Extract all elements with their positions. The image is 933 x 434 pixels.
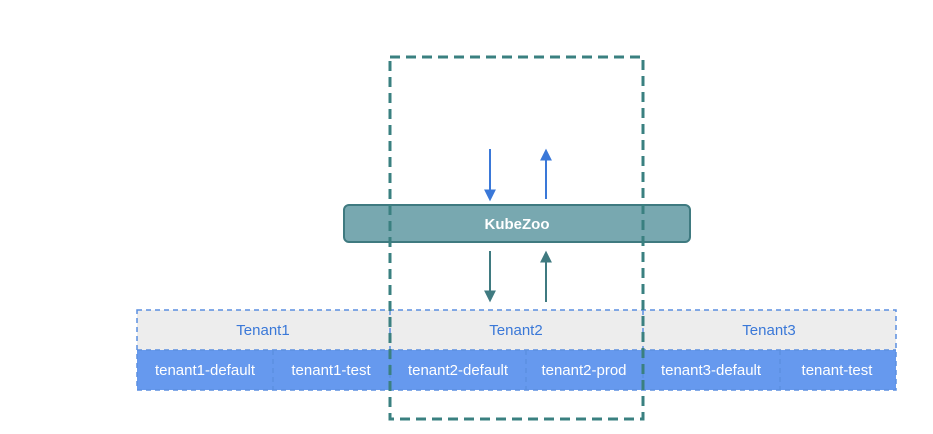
kubezoo-box — [343, 204, 691, 243]
namespace-row-background — [137, 350, 896, 390]
tenant2-header — [390, 310, 643, 350]
lower-arrows — [484, 250, 552, 303]
tenant3-header — [643, 310, 896, 350]
tenant1-header — [137, 310, 390, 350]
tenant2-label: Tenant2 — [489, 322, 542, 339]
namespace-row: tenant1-default tenant1-test tenant2-def… — [137, 350, 896, 390]
tenant2-highlight-box — [388, 55, 645, 421]
upper-arrows — [484, 148, 552, 202]
namespace-tenant1-default: tenant1-default — [155, 362, 256, 379]
tenant1-label: Tenant1 — [236, 322, 289, 339]
namespace-tenant1-test: tenant1-test — [291, 362, 371, 379]
namespace-tenant3-default: tenant3-default — [661, 362, 762, 379]
kubezoo-gateway: KubeZoo — [343, 204, 691, 243]
namespace-tenant2-default: tenant2-default — [408, 362, 509, 379]
namespace-tenant2-prod: tenant2-prod — [541, 362, 626, 379]
kubezoo-label: KubeZoo — [485, 216, 550, 233]
tenant-dashed-borders — [136, 309, 897, 391]
namespace-tenant-test: tenant-test — [802, 362, 874, 379]
tenant-header-row: Tenant1 Tenant2 Tenant3 — [137, 310, 896, 350]
tenant3-label: Tenant3 — [742, 322, 795, 339]
